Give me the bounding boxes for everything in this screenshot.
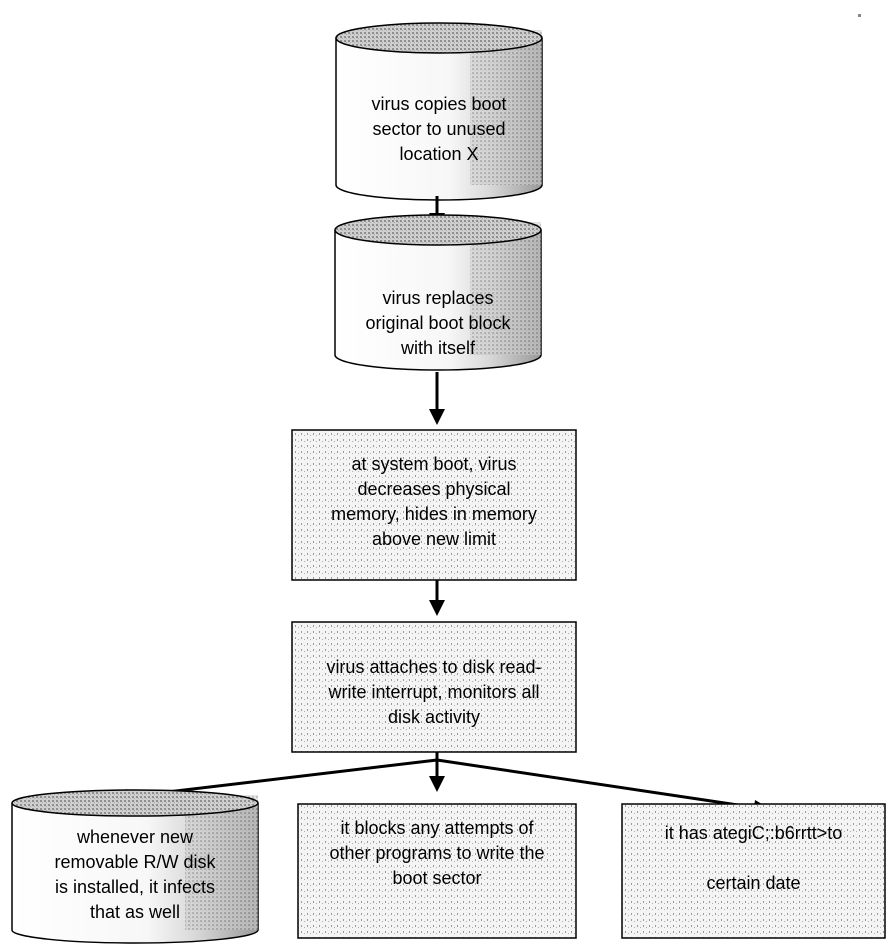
disk-virus-replaces-boot-block <box>334 214 542 371</box>
disk3-line-3: is installed, it infects <box>54 877 216 897</box>
box3-line-2: other programs to write the <box>329 842 545 863</box>
box4-line-1: it has ategiC;:b6rrtt>to <box>664 822 843 843</box>
disk2-line-3: with itself <box>400 337 476 358</box>
arrow-box1-to-box2 <box>429 580 445 616</box>
box3-line-1: it blocks any attempts of <box>340 817 534 838</box>
disk2-label: virus replaces original boot block with … <box>335 278 541 368</box>
disk1-line-1: virus copies boot <box>371 93 507 114</box>
disk1-line-2: sector to unused <box>372 118 506 139</box>
box2-line-2: write interrupt, monitors all <box>328 681 540 702</box>
disk2-line-1: virus replaces <box>382 287 494 308</box>
box3-label: it blocks any attempts of other programs… <box>298 808 576 898</box>
disk3-line-2: removable R/W disk <box>54 852 216 872</box>
disk-virus-copies-boot-sector <box>335 22 543 201</box>
box1-line-2: decreases physical <box>357 479 511 499</box>
disk-infects-removable-disks <box>11 789 259 944</box>
box2-line-1: virus attaches to disk read- <box>326 656 542 677</box>
arrow-disk2-to-box1 <box>429 372 445 425</box>
stray-mark <box>858 14 861 17</box>
arrow-box2-to-box3 <box>429 752 445 792</box>
box-attach-disk-interrupt <box>291 621 577 753</box>
box-certain-date <box>621 803 886 939</box>
box2-line-3: disk activity <box>387 706 480 727</box>
disk1-label: virus copies boot sector to unused locat… <box>336 84 542 174</box>
disk3-line-1: whenever new <box>76 827 194 847</box>
box-blocks-boot-sector-writes <box>297 803 577 939</box>
box1-label: at system boot, virus decreases physical… <box>292 442 576 562</box>
disk3-line-4: that as well <box>89 902 181 922</box>
disk1-line-3: location X <box>399 143 479 164</box>
box4-label: it has ategiC;:b6rrtt>to certain date <box>622 808 885 908</box>
box-system-boot-hide-memory <box>291 429 577 581</box>
box4-line-3: certain date <box>706 872 801 893</box>
box3-line-3: boot sector <box>392 867 482 888</box>
disk3-label: whenever new removable R/W disk is insta… <box>12 815 258 935</box>
box4-line-2 <box>665 846 843 871</box>
box1-line-1: at system boot, virus <box>351 454 517 474</box>
disk2-line-2: original boot block <box>365 312 511 333</box>
box1-line-4: above new limit <box>371 529 497 549</box>
box1-line-3: memory, hides in memory <box>331 504 537 524</box>
box2-label: virus attaches to disk read- write inter… <box>292 647 576 737</box>
